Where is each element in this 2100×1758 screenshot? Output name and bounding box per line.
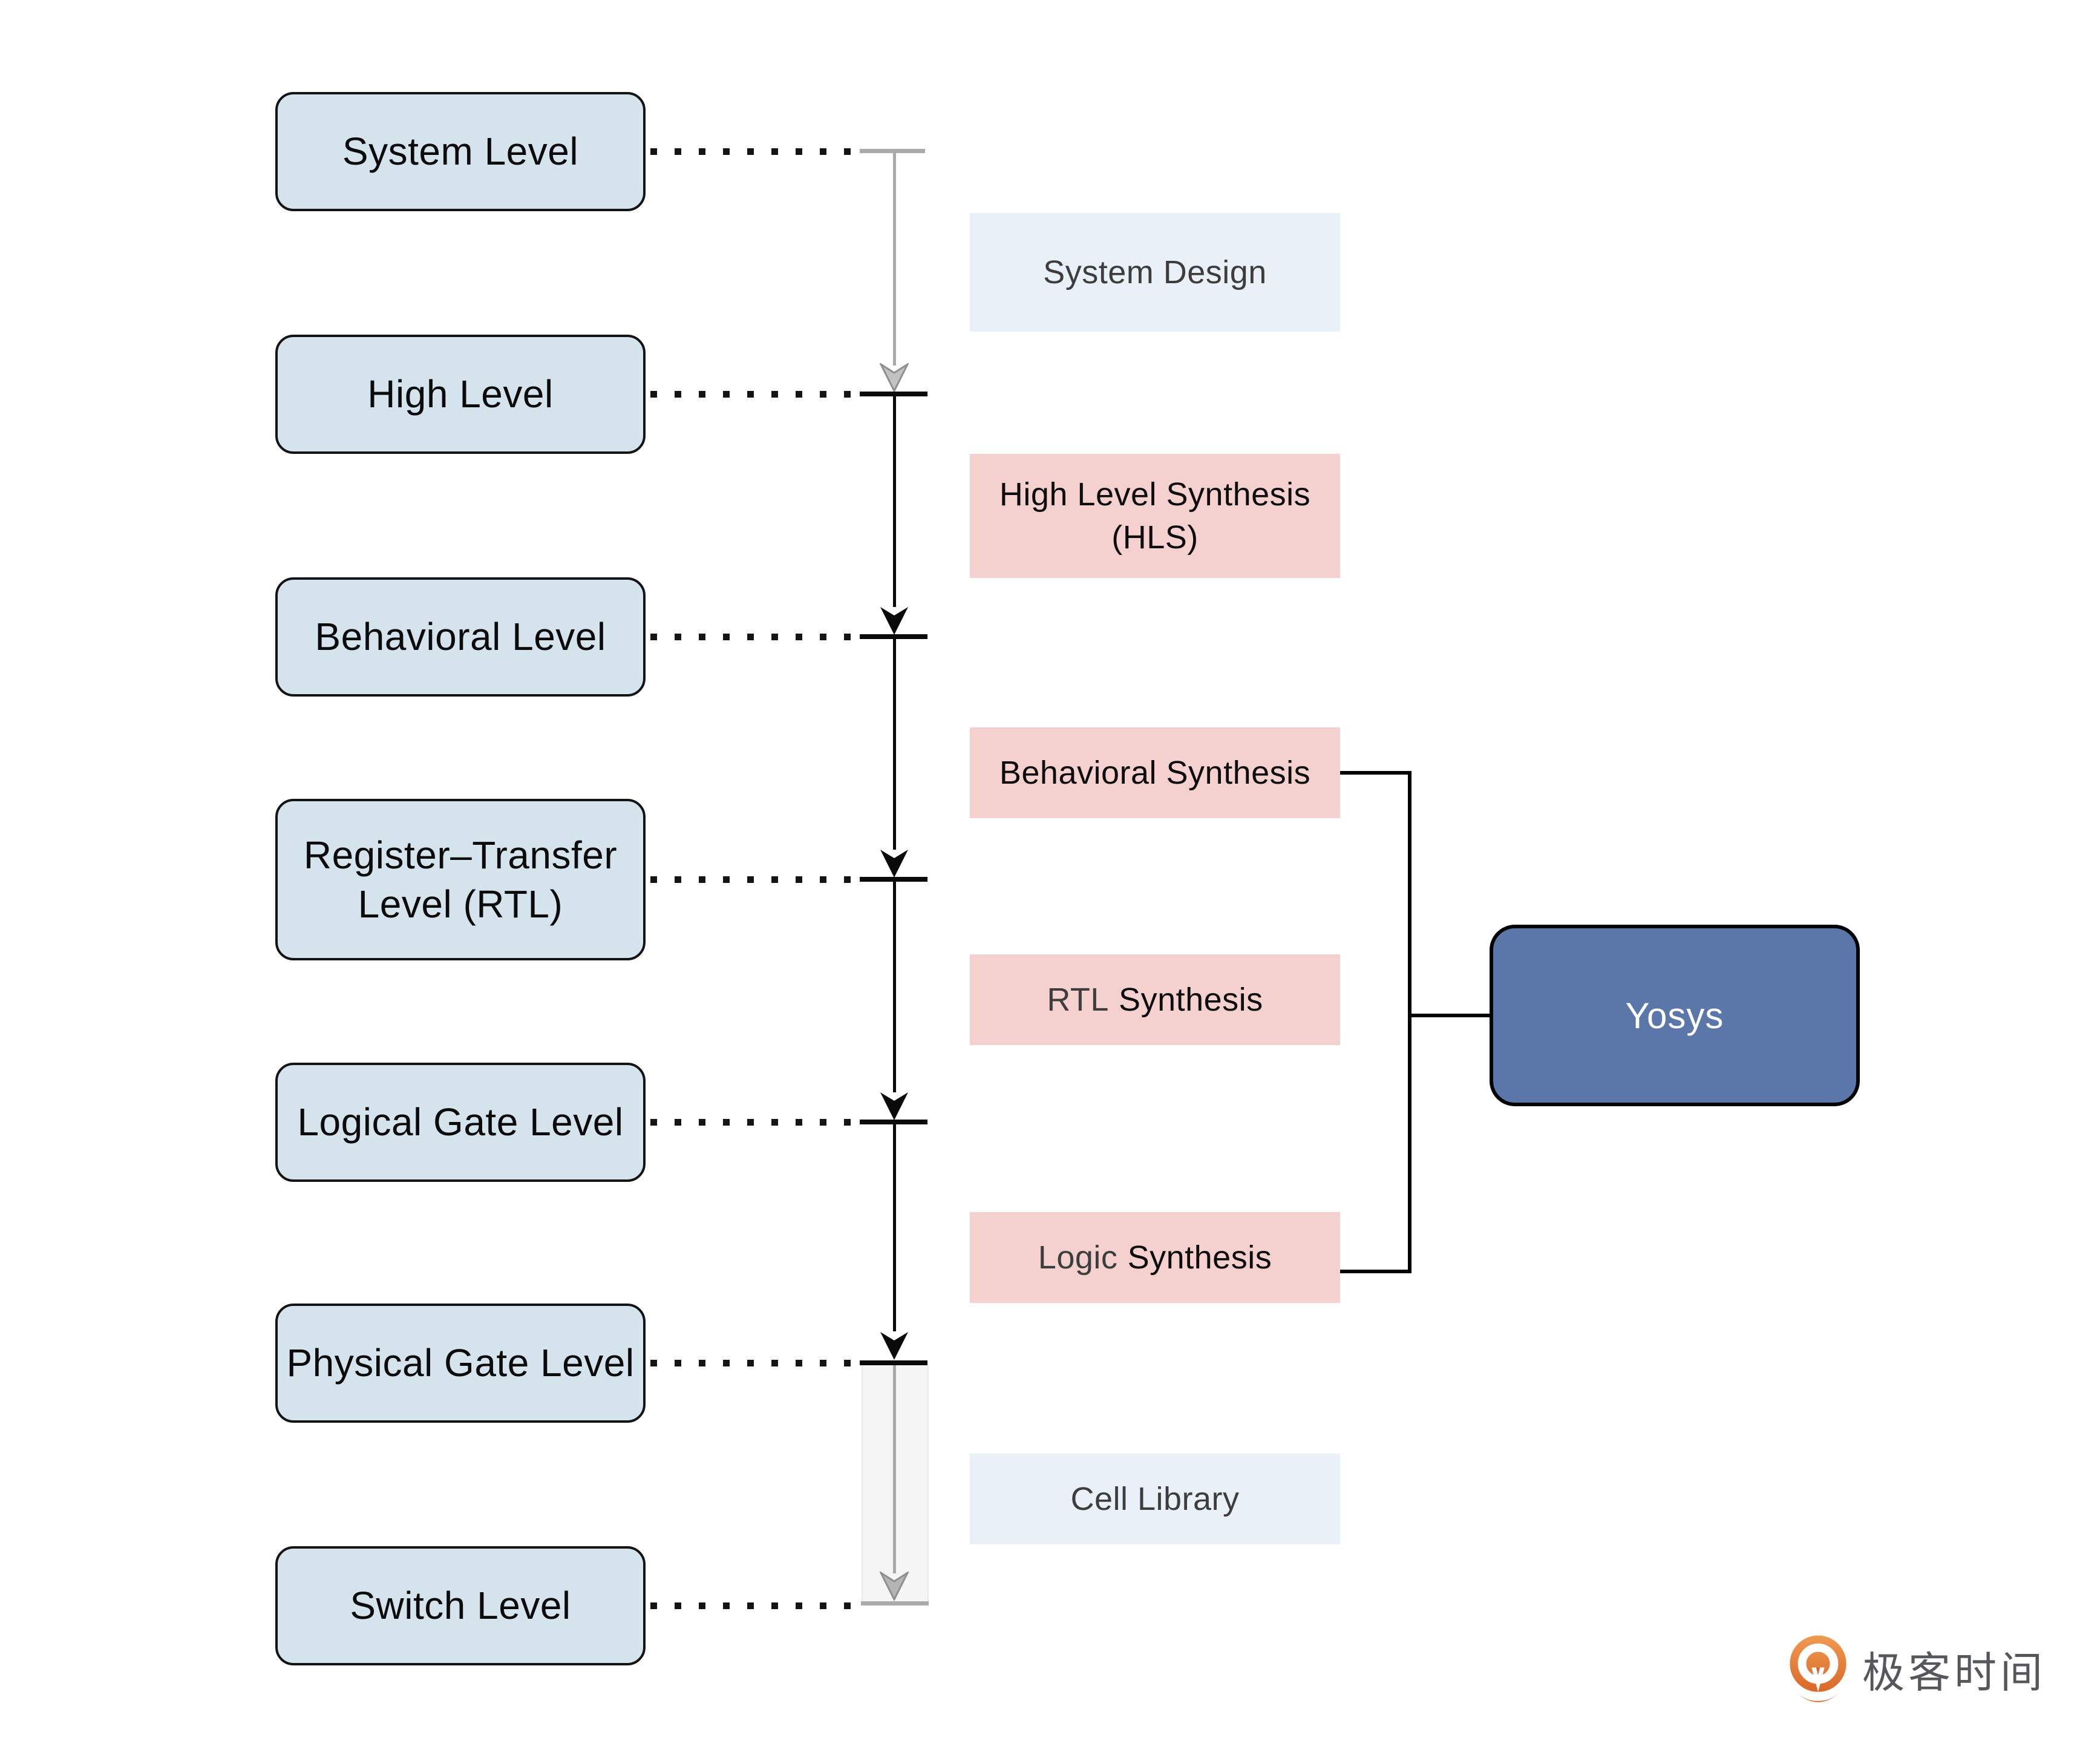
level-box-high-level: High Level	[275, 335, 646, 454]
arrowhead-down-icon	[880, 1332, 908, 1360]
dotted-connector-system	[650, 148, 862, 155]
stage-box-behavioral-synthesis: Behavioral Synthesis	[970, 727, 1340, 818]
bracket-vertical-line	[1408, 771, 1411, 1273]
stage-label-prefix: Logic	[1038, 1239, 1118, 1276]
stage-label: Cell Library	[1070, 1480, 1240, 1517]
level-box-physical-gate-level: Physical Gate Level	[275, 1304, 646, 1423]
junction-tick-high	[860, 392, 927, 396]
junction-tick-rtl	[860, 877, 927, 882]
junction-tick-system	[860, 149, 925, 153]
stage-box-system-design: System Design	[970, 213, 1340, 332]
flow-segment-logic-synthesis	[893, 1124, 896, 1331]
stage-box-high-level-synthesis: High Level Synthesis (HLS)	[970, 454, 1340, 578]
level-box-logical-gate-level: Logical Gate Level	[275, 1063, 646, 1182]
stage-label-prefix: RTL	[1047, 981, 1109, 1018]
geektime-logo: 极客时间	[1786, 1634, 2046, 1711]
level-label: System Level	[342, 130, 579, 174]
level-label: High Level	[367, 372, 554, 416]
bracket-bottom-line	[1340, 1270, 1411, 1273]
level-box-behavioral-level: Behavioral Level	[275, 577, 646, 697]
level-label: Physical Gate Level	[286, 1341, 635, 1385]
dotted-connector-rtl	[650, 876, 862, 883]
geektime-logo-text: 极客时间	[1862, 1649, 2046, 1696]
junction-tick-switch	[861, 1601, 929, 1605]
flow-segment-system-design	[893, 153, 896, 366]
flow-segment-rtl-synthesis	[893, 882, 896, 1092]
dotted-connector-switch	[650, 1602, 862, 1609]
stage-box-cell-library: Cell Library	[970, 1454, 1340, 1544]
level-label-line1: Register–Transfer	[303, 833, 618, 877]
geektime-logo-icon	[1790, 1635, 1846, 1702]
stage-label: Behavioral Synthesis	[999, 754, 1311, 791]
flow-segment-cell-library	[893, 1365, 896, 1573]
dotted-connector-physical-gate	[650, 1360, 862, 1366]
stage-label-line1: High Level Synthesis	[999, 476, 1311, 513]
flow-segment-behavioral-synthesis	[893, 639, 896, 850]
level-box-system-level: System Level	[275, 92, 646, 211]
tool-box-yosys: Yosys	[1490, 925, 1860, 1106]
arrowhead-down-gray-icon	[880, 1572, 909, 1601]
level-box-switch-level: Switch Level	[275, 1546, 646, 1665]
stage-label-rest: Synthesis	[1119, 981, 1263, 1018]
level-label-line2: Level (RTL)	[358, 882, 563, 926]
level-label: Logical Gate Level	[297, 1100, 624, 1144]
dotted-connector-high	[650, 391, 862, 398]
dotted-connector-logical-gate	[650, 1119, 862, 1126]
tool-label: Yosys	[1625, 995, 1724, 1036]
stage-box-logic-synthesis: Logic Synthesis	[970, 1212, 1340, 1303]
stage-label-line2: (HLS)	[1111, 519, 1199, 556]
flow-segment-hls	[893, 396, 896, 607]
arrowhead-down-icon	[880, 1092, 908, 1120]
level-box-register-transfer-level: Register–Transfer Level (RTL)	[275, 799, 646, 960]
dotted-connector-behavioral	[650, 634, 862, 640]
stage-label: RTL Synthesis	[1047, 979, 1263, 1021]
bracket-top-line	[1340, 771, 1411, 775]
stage-box-rtl-synthesis: RTL Synthesis	[970, 954, 1340, 1045]
junction-tick-physical-gate	[860, 1360, 927, 1365]
arrowhead-down-icon	[880, 607, 908, 635]
bracket-to-tool-line	[1408, 1014, 1491, 1017]
junction-tick-logical-gate	[860, 1120, 927, 1124]
stage-label: Logic Synthesis	[1038, 1236, 1272, 1279]
stage-label: System Design	[1043, 254, 1267, 290]
arrowhead-down-icon	[880, 850, 908, 877]
junction-tick-behavioral	[860, 634, 927, 639]
arrowhead-down-gray-icon	[880, 363, 909, 392]
level-label: Behavioral Level	[315, 615, 606, 659]
level-label: Switch Level	[350, 1584, 571, 1628]
stage-label-rest: Synthesis	[1127, 1239, 1272, 1276]
